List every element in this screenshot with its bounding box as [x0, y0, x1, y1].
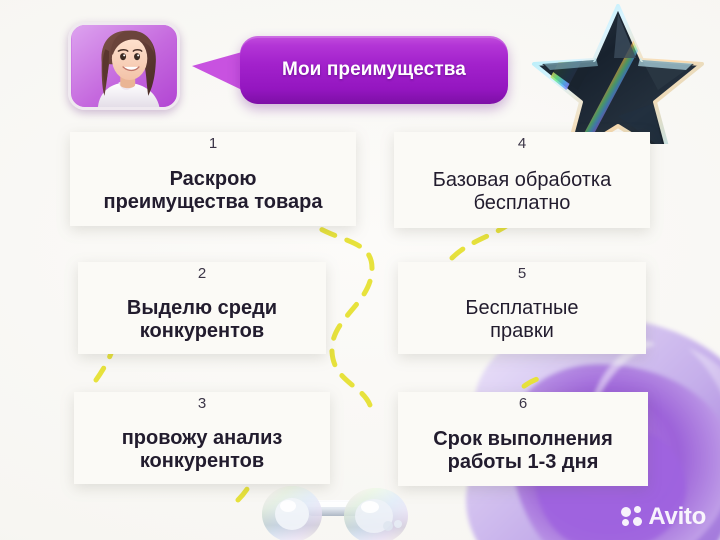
card-text: Раскрою преимущества товара — [103, 167, 323, 213]
card-text: Бесплатные правки — [465, 296, 579, 342]
benefit-card-2: 2 Выделю среди конкурентов — [78, 262, 326, 354]
holographic-star-decoration — [532, 4, 704, 144]
title-speech-bubble: Мои преимущества — [192, 36, 508, 104]
card-fillet-left — [168, 154, 182, 168]
card-fillet-left — [157, 284, 171, 298]
card-number-tab — [491, 262, 553, 296]
card-fillet-right — [553, 284, 567, 298]
benefit-card-6: 6 Срок выполнения работы 1-3 дня — [398, 392, 648, 486]
card-number: 1 — [208, 135, 218, 152]
card-number: 2 — [197, 265, 207, 282]
benefit-card-3: 3 провожу анализ конкурентов — [74, 392, 330, 484]
card-fillet-left — [477, 284, 491, 298]
card-number-tab — [171, 392, 233, 426]
speech-bubble-tail — [192, 52, 242, 90]
page-title: Мои преимущества — [282, 59, 466, 80]
card-fillet-left — [477, 154, 491, 168]
card-text: провожу анализ конкурентов — [121, 426, 283, 472]
card-text: Срок выполнения работы 1-3 дня — [433, 427, 613, 473]
avatar — [68, 22, 180, 110]
card-fillet-right — [233, 414, 247, 428]
card-number: 4 — [517, 135, 527, 152]
benefit-card-1: 1 Раскрою преимущества товара — [70, 132, 356, 226]
benefit-card-4: 4 Базовая обработка бесплатно — [394, 132, 650, 228]
card-number: 6 — [518, 395, 528, 412]
card-number-tab — [171, 262, 233, 296]
card-text: Базовая обработка бесплатно — [432, 168, 612, 214]
card-fillet-right — [233, 284, 247, 298]
card-fillet-right — [553, 154, 567, 168]
avito-logo: Avito — [621, 504, 706, 530]
benefit-card-5: 5 Бесплатные правки — [398, 262, 646, 354]
avito-wordmark: Avito — [648, 503, 706, 530]
card-fillet-left — [157, 414, 171, 428]
avito-dots-icon — [621, 506, 643, 528]
card-text: Выделю среди конкурентов — [126, 296, 278, 342]
woman-avatar-3d-icon — [71, 25, 177, 107]
card-fillet-right — [244, 154, 258, 168]
speech-bubble-body: Мои преимущества — [240, 36, 508, 104]
card-number: 5 — [517, 265, 527, 282]
card-number: 3 — [197, 395, 207, 412]
card-number-tab — [182, 132, 244, 166]
